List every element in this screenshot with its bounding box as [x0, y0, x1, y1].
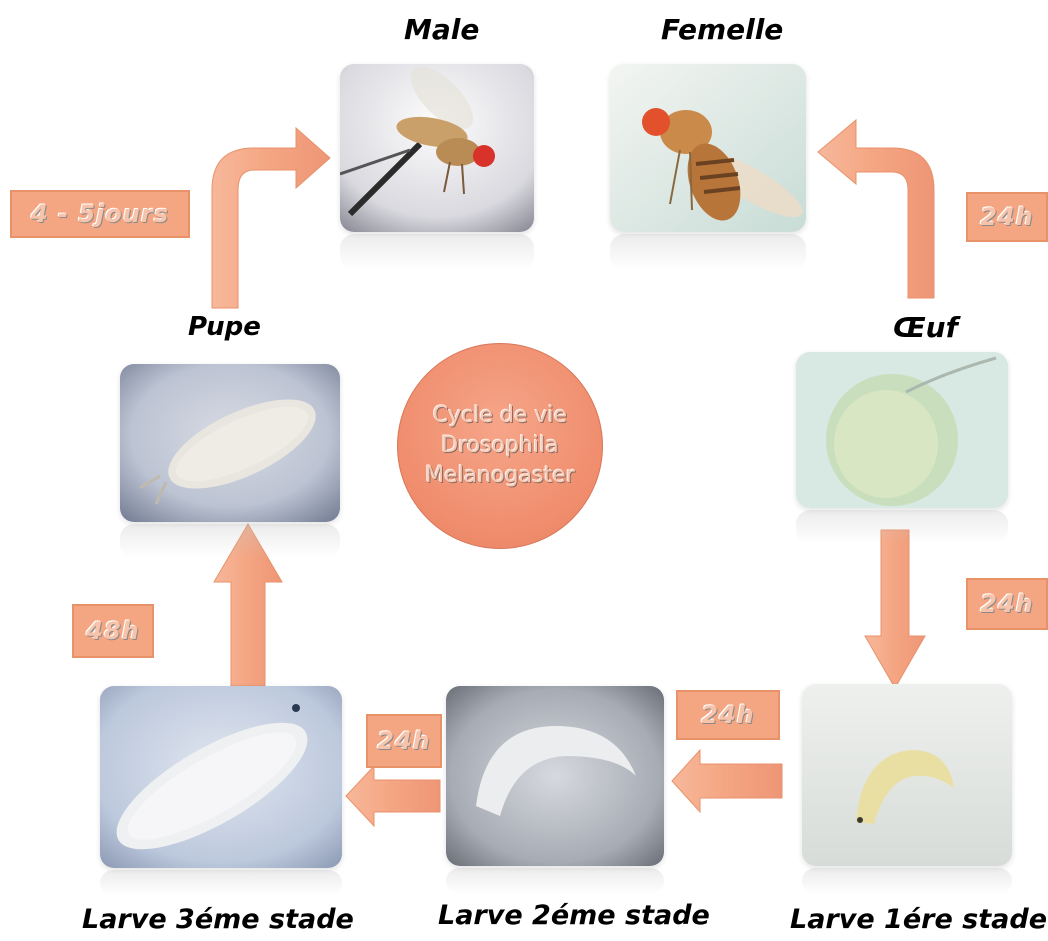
- center-title-line2: Drosophila: [441, 431, 559, 461]
- photo-female-fly: [610, 64, 806, 232]
- photo-oeuf: [796, 352, 1008, 508]
- duration-oeuf-to-femelle: 24h: [966, 192, 1048, 242]
- duration-larve3-to-pupe: 48h: [72, 604, 154, 658]
- label-larve3: Larve 3éme stade: [82, 906, 354, 933]
- reflection-larve1: [802, 868, 1012, 894]
- duration-larve2-to-larve3: 24h: [366, 714, 442, 768]
- reflection-pupe: [120, 524, 340, 558]
- center-title-line1: Cycle de vie: [433, 401, 567, 431]
- arrow-larve1-to-larve2: [672, 750, 782, 812]
- label-femelle: Femelle: [661, 16, 783, 44]
- center-title-line3: Melanogaster: [425, 461, 575, 491]
- arrow-oeuf-to-femelle: [818, 120, 934, 298]
- duration-pupe-to-male: 4 - 5jours: [10, 190, 190, 238]
- reflection-female: [610, 234, 806, 270]
- photo-larve1: [802, 684, 1012, 866]
- photo-pupe: [120, 364, 340, 522]
- reflection-oeuf: [796, 510, 1008, 544]
- arrow-oeuf-to-larve1: [865, 530, 925, 688]
- duration-larve1-to-larve2: 24h: [676, 690, 780, 740]
- reflection-larve3: [100, 870, 342, 896]
- duration-oeuf-to-larve1: 24h: [966, 578, 1048, 630]
- arrow-larve2-to-larve3: [346, 766, 440, 826]
- reflection-larve2: [446, 868, 664, 894]
- label-larve2: Larve 2éme stade: [438, 902, 710, 929]
- label-larve1: Larve 1ére stade: [790, 906, 1047, 933]
- photo-larve2: [446, 686, 664, 866]
- label-oeuf: Œuf: [893, 314, 958, 342]
- arrow-pupe-to-male: [212, 128, 330, 308]
- photo-male-fly: [340, 64, 534, 232]
- label-male: Male: [404, 16, 479, 44]
- center-title-circle: Cycle de vie Drosophila Melanogaster: [397, 343, 603, 549]
- reflection-male: [340, 234, 534, 270]
- photo-larve3: [100, 686, 342, 868]
- label-pupe: Pupe: [188, 314, 261, 340]
